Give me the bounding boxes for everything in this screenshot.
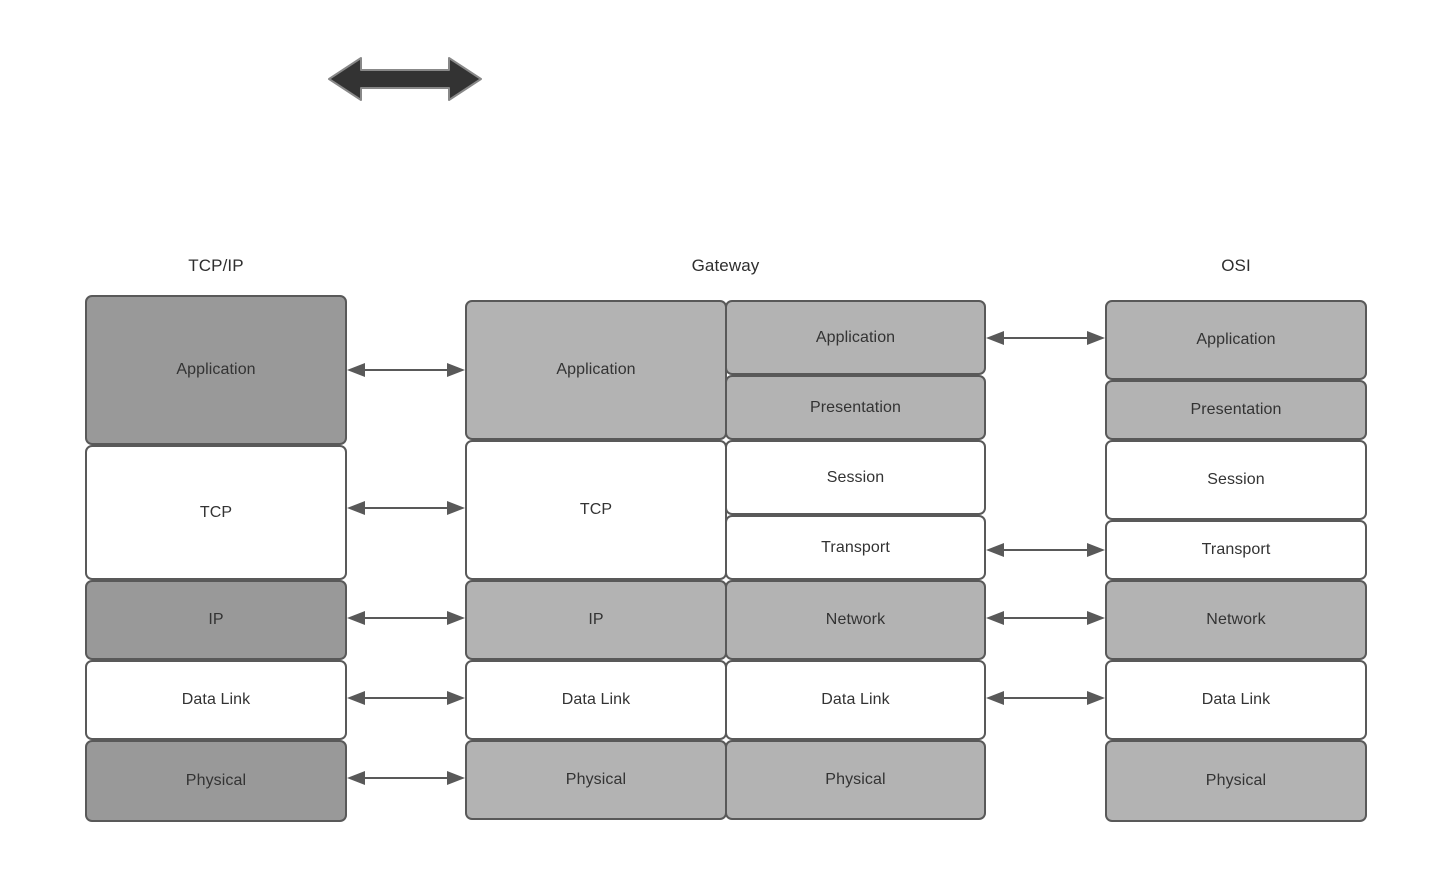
- layer-label: Presentation: [809, 398, 902, 416]
- layer-label: Data Link: [561, 691, 631, 708]
- layer-gateway-application[interactable]: Application: [465, 300, 727, 440]
- connector-tcpip-gateway-tcp: [347, 496, 465, 520]
- layer-label: Application: [1196, 331, 1276, 348]
- layer-label: Presentation: [1190, 401, 1282, 418]
- layer-gateway-ip[interactable]: IP: [465, 580, 727, 660]
- layer-osi-transport[interactable]: Transport: [1105, 520, 1367, 580]
- bidirectional-arrow-icon: [325, 50, 485, 108]
- connector-gateway-osi-datalink: [986, 686, 1105, 710]
- layer-label: Transport: [1201, 541, 1271, 558]
- layer-label: Physical: [565, 771, 627, 788]
- layer-label: Session: [826, 468, 885, 486]
- layer-label: Transport: [821, 538, 890, 556]
- layer-gateway-osi-application[interactable]: Application: [725, 300, 986, 375]
- layer-label: Physical: [185, 772, 247, 789]
- layer-tcpip-ip[interactable]: IP: [85, 580, 347, 660]
- layer-gateway-datalink[interactable]: Data Link: [465, 660, 727, 740]
- layer-gateway-tcp[interactable]: TCP: [465, 440, 727, 580]
- layer-tcpip-datalink[interactable]: Data Link: [85, 660, 347, 740]
- connector-gateway-osi-network: [986, 606, 1105, 630]
- column-title-osi: OSI: [1221, 256, 1251, 275]
- layer-osi-network[interactable]: Network: [1105, 580, 1367, 660]
- connector-tcpip-gateway-application: [347, 358, 465, 382]
- connector-tcpip-gateway-physical: [347, 766, 465, 790]
- layer-gateway-osi-datalink[interactable]: Data Link: [725, 660, 986, 740]
- layer-osi-datalink[interactable]: Data Link: [1105, 660, 1367, 740]
- layer-osi-presentation[interactable]: Presentation: [1105, 380, 1367, 440]
- layer-label: Physical: [1205, 772, 1267, 789]
- layer-label: Application: [176, 361, 256, 378]
- layer-label: Data Link: [181, 691, 251, 708]
- layer-label: TCP: [199, 503, 233, 521]
- layer-gateway-osi-presentation[interactable]: Presentation: [725, 375, 986, 440]
- column-title-tcpip: TCP/IP: [188, 256, 244, 275]
- connector-gateway-osi-transport: [986, 538, 1105, 562]
- connector-tcpip-gateway-ip: [347, 606, 465, 630]
- layer-label: Network: [1206, 611, 1266, 628]
- layer-label: Session: [1207, 471, 1265, 488]
- connector-tcpip-gateway-datalink: [347, 686, 465, 710]
- layer-label: Application: [556, 361, 636, 378]
- layer-gateway-osi-session[interactable]: Session: [725, 440, 986, 515]
- layer-osi-physical[interactable]: Physical: [1105, 740, 1367, 822]
- layer-osi-application[interactable]: Application: [1105, 300, 1367, 380]
- layer-label: Physical: [825, 771, 886, 788]
- layer-label: Data Link: [821, 691, 890, 708]
- layer-osi-session[interactable]: Session: [1105, 440, 1367, 520]
- layer-tcpip-application[interactable]: Application: [85, 295, 347, 445]
- layer-label: IP: [588, 611, 604, 628]
- layer-gateway-osi-network[interactable]: Network: [725, 580, 986, 660]
- layer-tcpip-tcp[interactable]: TCP: [85, 445, 347, 580]
- layer-label: Network: [825, 611, 886, 628]
- layer-label: IP: [208, 611, 224, 628]
- column-title-gateway: Gateway: [691, 256, 760, 275]
- layer-gateway-physical[interactable]: Physical: [465, 740, 727, 820]
- layer-label: Data Link: [1201, 691, 1271, 708]
- layer-label: Application: [815, 328, 896, 346]
- layer-gateway-osi-transport[interactable]: Transport: [725, 515, 986, 580]
- connector-gateway-osi-application: [986, 326, 1105, 350]
- layer-label: TCP: [579, 501, 613, 518]
- layer-tcpip-physical[interactable]: Physical: [85, 740, 347, 822]
- layer-gateway-osi-physical[interactable]: Physical: [725, 740, 986, 820]
